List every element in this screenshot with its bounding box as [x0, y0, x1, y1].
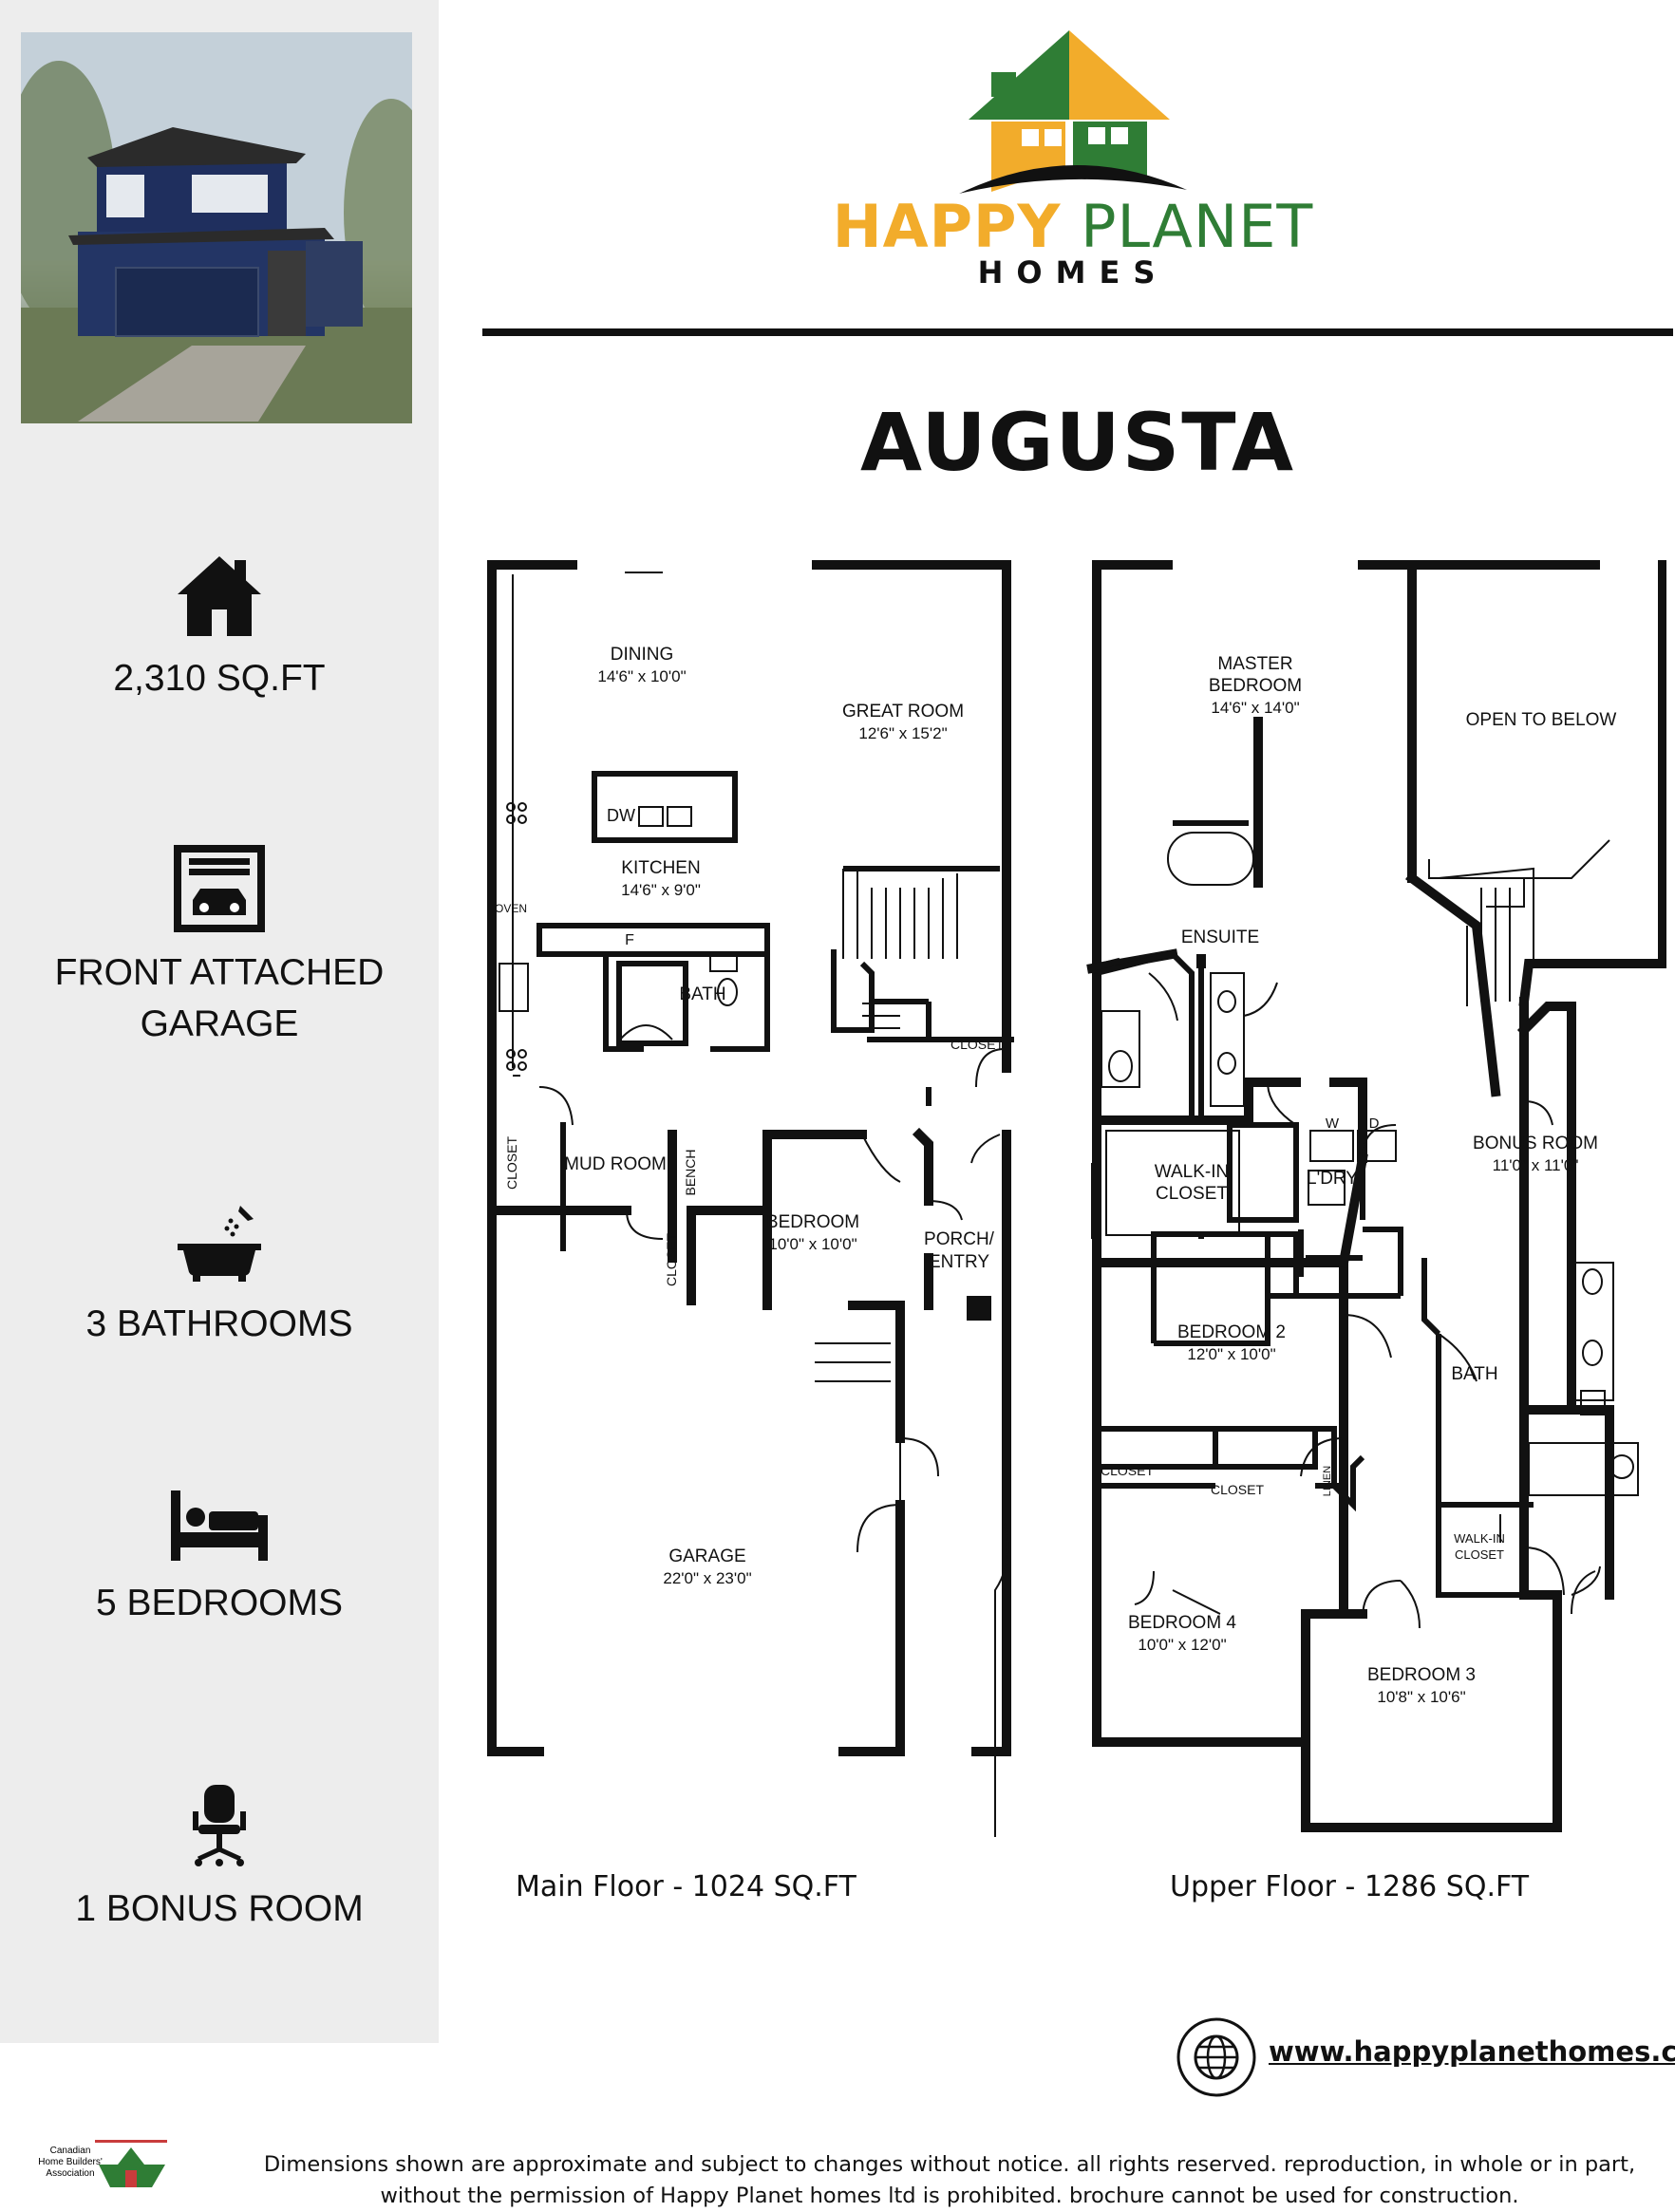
- garage-size: 22'0" x 23'0": [663, 1569, 751, 1587]
- mud-room-label: MUD ROOM: [564, 1154, 667, 1174]
- feature-sidebar: 2,310 SQ.FT FRONT ATTACHED GARAGE 3 BATH…: [0, 0, 439, 2043]
- mud-closet-label: CLOSET: [504, 1136, 519, 1190]
- feature-bathrooms: 3 BATHROOMS: [0, 1198, 439, 1350]
- brand-name: HAPPY PLANET: [832, 192, 1314, 261]
- association-line-2: Home Builders': [38, 2157, 103, 2167]
- feature-bedrooms: 5 BEDROOMS: [0, 1487, 439, 1629]
- office-chair-icon: [193, 1785, 246, 1866]
- main-bedroom-size: 10'0" x 10'0": [768, 1235, 856, 1253]
- upper-bath-label: BATH: [1451, 1364, 1497, 1384]
- main-floor-plan: DINING 14'6" x 10'0" GREAT ROOM 12'6" x …: [487, 560, 1014, 1837]
- main-bath-label: BATH: [679, 984, 725, 1004]
- happy-planet-logo: [959, 30, 1187, 194]
- bedroom-closet-label: CLOSET: [664, 1233, 679, 1286]
- main-floor-caption: Main Floor - 1024 SQ.FT: [516, 1870, 856, 1903]
- garage-room-label: GARAGE: [668, 1547, 745, 1566]
- feature-bonus-room: 1 BONUS ROOM: [0, 1783, 439, 1935]
- feature-garage: FRONT ATTACHED GARAGE: [0, 845, 439, 1050]
- bonus-room-size: 11'0" x 11'0": [1493, 1156, 1579, 1174]
- globe-icon: [1176, 2017, 1256, 2097]
- laundry-label: L'DRY: [1307, 1169, 1358, 1189]
- house-rendering-image: [21, 32, 412, 423]
- porch-label: PORCH/: [924, 1229, 995, 1249]
- bonus-room-label: BONUS ROOM: [1473, 1134, 1598, 1153]
- dining-size: 14'6" x 10'0": [597, 667, 686, 685]
- master-bedroom-size: 14'6" x 14'0": [1211, 699, 1299, 717]
- garage-icon: [174, 845, 265, 932]
- bench-label: BENCH: [683, 1149, 698, 1195]
- linen-label: LINEN: [1322, 1466, 1333, 1496]
- dryer-label: D: [1369, 1115, 1380, 1132]
- kitchen-size: 14'6" x 9'0": [621, 881, 701, 899]
- bedroom-3-walk-in-label-2: CLOSET: [1455, 1547, 1504, 1562]
- main-bedroom-label: BEDROOM: [766, 1212, 859, 1232]
- walk-in-closet-label: WALK-IN: [1155, 1162, 1229, 1182]
- great-room-size: 12'6" x 15'2": [858, 724, 947, 742]
- bonus-room-label: 1 BONUS ROOM: [75, 1888, 364, 1929]
- bathrooms-label: 3 BATHROOMS: [85, 1303, 353, 1344]
- header-divider: [482, 328, 1673, 336]
- bedroom-3-walk-in-label: WALK-IN: [1454, 1531, 1505, 1546]
- association-line-1: Canadian: [50, 2146, 91, 2156]
- upper-floor-plan: MASTER BEDROOM 14'6" x 14'0" OPEN TO BEL…: [1086, 560, 1666, 1832]
- kitchen-label: KITCHEN: [621, 858, 700, 878]
- open-to-below-label: OPEN TO BELOW: [1466, 710, 1617, 730]
- master-bedroom-label-2: BEDROOM: [1209, 676, 1302, 696]
- brand-subtitle: HOMES: [977, 254, 1169, 291]
- ensuite-label: ENSUITE: [1181, 928, 1259, 947]
- feature-area: 2,310 SQ.FT: [0, 553, 439, 704]
- bed-icon: [171, 1490, 268, 1561]
- bedroom-4-size: 10'0" x 12'0": [1138, 1636, 1226, 1654]
- fridge-label: F: [625, 932, 634, 948]
- bedroom-3-size: 10'8" x 10'6": [1377, 1688, 1465, 1706]
- area-label: 2,310 SQ.FT: [113, 658, 326, 699]
- garage-label: FRONT ATTACHED GARAGE: [54, 952, 385, 1044]
- model-title: AUGUSTA: [859, 396, 1296, 489]
- oven-label: OVEN: [495, 902, 527, 915]
- walk-in-closet-label-2: CLOSET: [1156, 1184, 1228, 1204]
- bedroom-2-closet-label: CLOSET: [1211, 1482, 1264, 1497]
- bedrooms-label: 5 BEDROOMS: [95, 1583, 344, 1623]
- website-link[interactable]: www.happyplanethomes.com: [1269, 2035, 1675, 2068]
- bedroom-4-label: BEDROOM 4: [1128, 1613, 1236, 1633]
- bedroom-3-label: BEDROOM 3: [1367, 1665, 1476, 1685]
- entry-label: ENTRY: [929, 1252, 989, 1272]
- home-builders-association-logo: Canadian Home Builders' Association: [27, 2140, 179, 2187]
- main-closet-label: CLOSET: [950, 1037, 1004, 1052]
- association-line-3: Association: [46, 2168, 94, 2179]
- upper-floor-caption: Upper Floor - 1286 SQ.FT: [1170, 1870, 1530, 1903]
- house-icon: [178, 556, 261, 636]
- disclaimer-text: Dimensions shown are approximate and sub…: [263, 2152, 1636, 2208]
- master-bedroom-label: MASTER: [1217, 654, 1292, 674]
- bathtub-icon: [178, 1206, 261, 1282]
- bedroom-2-size: 12'0" x 10'0": [1187, 1345, 1275, 1363]
- great-room-label: GREAT ROOM: [842, 702, 964, 722]
- washer-label: W: [1326, 1115, 1340, 1132]
- dining-label: DINING: [611, 645, 674, 665]
- bedroom-4-closet-label: CLOSET: [1101, 1463, 1154, 1478]
- dishwasher-label: DW: [607, 806, 635, 825]
- bedroom-2-label: BEDROOM 2: [1177, 1322, 1286, 1342]
